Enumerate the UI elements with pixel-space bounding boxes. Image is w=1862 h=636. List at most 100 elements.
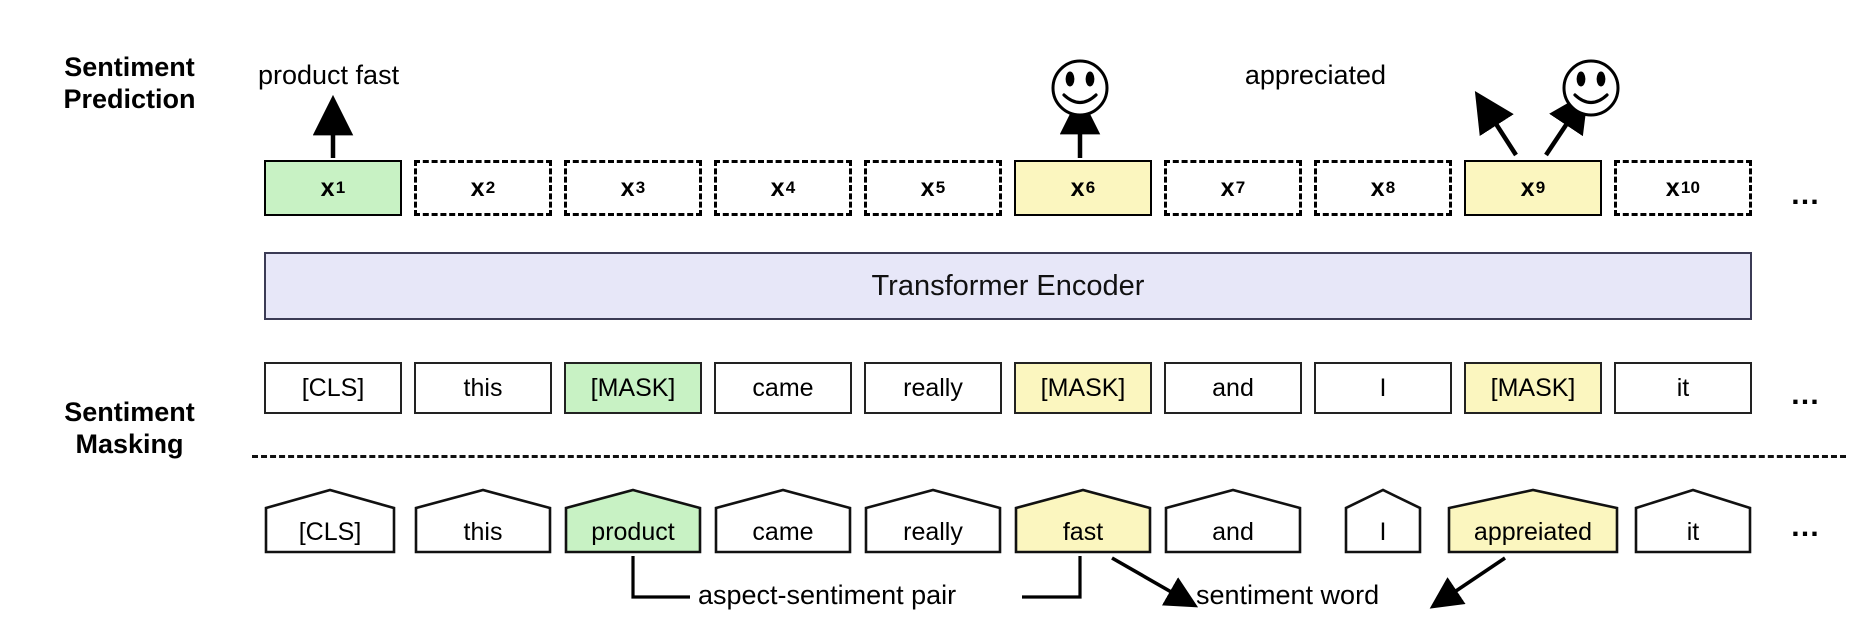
input-token-label: fast [1062, 518, 1104, 546]
input-token-label: appreiated [1473, 518, 1593, 546]
masked-token-box: [MASK] [564, 362, 702, 414]
stage-label-prediction-line2: Prediction [63, 83, 196, 114]
input-token-ellipsis: … [1790, 510, 1824, 543]
input-token-pentagon: this [414, 488, 552, 554]
hidden-state-symbol: x [920, 173, 935, 202]
pentagon-shape [1447, 488, 1619, 554]
masked-token-box: it [1614, 362, 1752, 414]
hidden-state-symbol: x [1220, 173, 1235, 202]
stage-label-sentiment-prediction: Sentiment Prediction [22, 52, 237, 116]
input-token-pentagon: [CLS] [264, 488, 396, 554]
masked-token-label: [CLS] [301, 373, 365, 402]
hidden-state-index: 8 [1385, 178, 1396, 197]
hidden-state-symbol: x [1370, 173, 1385, 202]
input-token-label: it [1686, 518, 1700, 546]
hidden-state-symbol: x [320, 173, 335, 202]
smiley-face-icon [1562, 59, 1620, 117]
arrow-fast-to-sentiment-word [1111, 556, 1199, 608]
masked-token-ellipsis: … [1790, 378, 1824, 411]
masked-token-box: came [714, 362, 852, 414]
input-token-pentagon: appreiated [1447, 488, 1619, 554]
predicted-sentiment-word-text: appreciated [1244, 60, 1386, 90]
pentagon-shape [1164, 488, 1302, 554]
input-token-pentagon: I [1344, 488, 1422, 554]
aspect-sentiment-pair-caption: aspect-sentiment pair [698, 580, 957, 610]
masked-token-box: [MASK] [1464, 362, 1602, 414]
input-token-label: and [1212, 518, 1254, 546]
sentiment-word-caption: sentiment word [1196, 580, 1380, 610]
transformer-encoder-block: Transformer Encoder [264, 252, 1752, 320]
hidden-state-symbol: x [1665, 173, 1680, 202]
transformer-encoder-label: Transformer Encoder [871, 269, 1145, 302]
masked-token-box: I [1314, 362, 1452, 414]
hidden-state-symbol: x [770, 173, 785, 202]
pentagon-shape [564, 488, 702, 554]
hidden-state-index: 2 [485, 178, 496, 197]
masked-token-label: [MASK] [1490, 373, 1576, 402]
pentagon-shape [864, 488, 1002, 554]
masked-token-label: and [1212, 373, 1254, 402]
input-token-pentagon: and [1164, 488, 1302, 554]
hidden-state-index: 1 [335, 178, 346, 197]
pentagon-shape [264, 488, 396, 554]
masked-token-label: this [463, 373, 503, 402]
input-token-pentagon: really [864, 488, 1002, 554]
masked-token-label: [MASK] [1040, 373, 1126, 402]
stage-label-prediction-line1: Sentiment [64, 52, 195, 82]
hidden-state-ellipsis: … [1790, 178, 1824, 211]
masked-token-label: [MASK] [590, 373, 676, 402]
input-token-label: I [1379, 518, 1387, 546]
pentagon-shape [1634, 488, 1752, 554]
masked-token-box: [CLS] [264, 362, 402, 414]
hidden-state-symbol: x [620, 173, 635, 202]
input-token-pentagon: fast [1014, 488, 1152, 554]
stage-label-masking-line2: Masking [75, 428, 184, 459]
masked-token-label: came [752, 373, 814, 402]
masked-token-box: [MASK] [1014, 362, 1152, 414]
arrow-appreiated-to-sentiment-word [1429, 556, 1507, 609]
masked-token-box: and [1164, 362, 1302, 414]
masked-token-box: this [414, 362, 552, 414]
hidden-state-symbol: x [1070, 173, 1085, 202]
masked-token-label: really [903, 373, 963, 402]
arrow-x9-to-word-text [1474, 91, 1518, 157]
hidden-state-index: 6 [1085, 178, 1096, 197]
hidden-state-index: 4 [785, 178, 796, 197]
smiley-face-icon [1051, 59, 1109, 117]
pentagon-shape [1344, 488, 1422, 554]
input-token-label: [CLS] [298, 518, 362, 546]
hidden-state-symbol: x [1520, 173, 1535, 202]
masked-token-label: I [1379, 373, 1387, 402]
hidden-state-index: 5 [935, 178, 946, 197]
masked-token-label: it [1676, 373, 1690, 402]
hidden-state-index: 3 [635, 178, 646, 197]
predicted-aspect-text: product fast [258, 60, 400, 90]
input-token-label: really [903, 518, 963, 546]
masked-token-box: really [864, 362, 1002, 414]
stage-label-sentiment-masking: Sentiment Masking [22, 397, 237, 461]
input-token-label: this [463, 518, 503, 546]
hidden-state-index: 10 [1680, 178, 1701, 197]
input-token-pentagon: product [564, 488, 702, 554]
pentagon-shape [714, 488, 852, 554]
stage-divider [252, 455, 1846, 458]
arrow-x9-to-smiley [1544, 91, 1589, 157]
pentagon-shape [414, 488, 552, 554]
hidden-state-index: 9 [1535, 178, 1546, 197]
pentagon-shape [1014, 488, 1152, 554]
input-token-label: product [591, 518, 675, 546]
hidden-state-index: 7 [1235, 178, 1246, 197]
hidden-state-symbol: x [470, 173, 485, 202]
input-token-pentagon: it [1634, 488, 1752, 554]
